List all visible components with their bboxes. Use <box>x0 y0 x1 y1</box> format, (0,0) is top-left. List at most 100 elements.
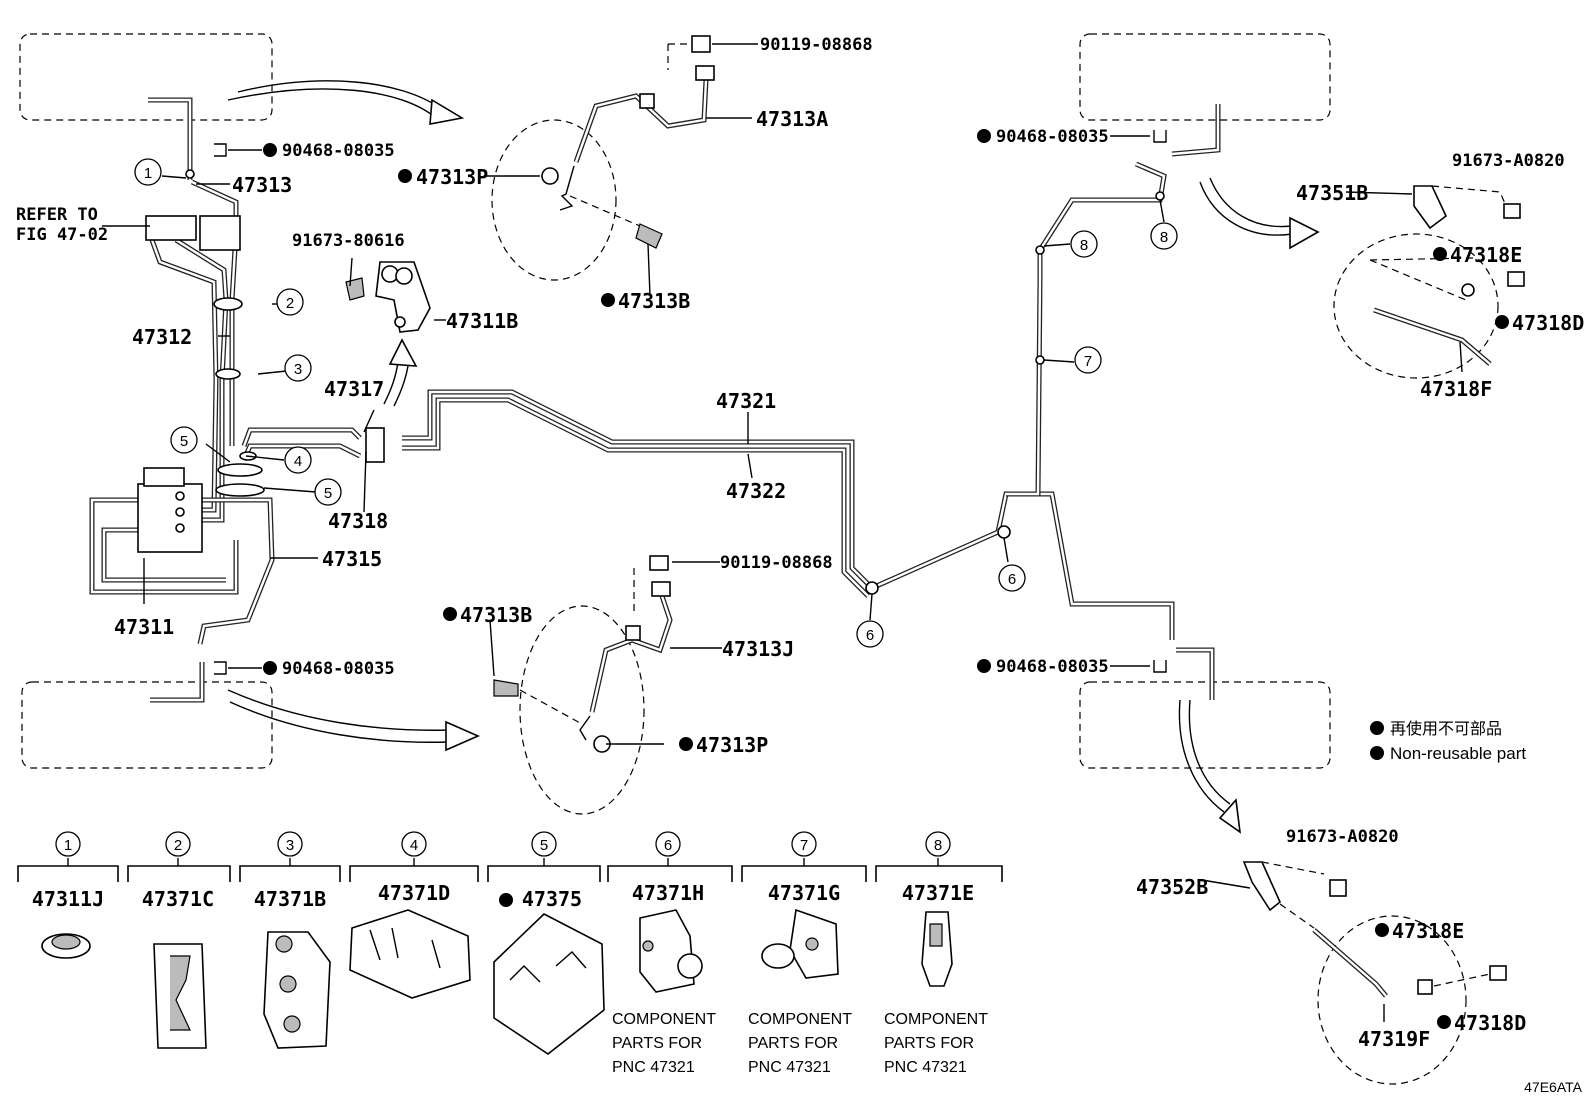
clip-key-item: 3 47371B <box>254 831 326 911</box>
nonreusable-dot <box>263 661 277 675</box>
callout-label: 47313B <box>460 603 532 627</box>
circled-number: 8 <box>1070 230 1098 258</box>
svg-text:3: 3 <box>294 361 302 378</box>
clip-key-item: 4 47371D <box>378 831 450 905</box>
clip-key-item: 1 47311J <box>32 831 104 911</box>
callout-label: 47313A <box>756 107 828 131</box>
wheel-box-rear-right <box>1079 681 1331 769</box>
legend-en: Non-reusable part <box>1390 744 1526 763</box>
flow-arrow-rear-left <box>227 689 480 752</box>
callout-label: 90468-08035 <box>282 141 395 161</box>
svg-text:47375: 47375 <box>522 887 582 911</box>
clamp-47375-icon <box>493 913 605 1055</box>
master-cylinder <box>145 215 241 251</box>
callout-label: 90119-08868 <box>720 553 833 573</box>
svg-text:5: 5 <box>540 837 548 854</box>
svg-text:1: 1 <box>144 165 152 182</box>
svg-text:6: 6 <box>1008 571 1016 588</box>
wheel-box-front-right <box>1079 33 1331 121</box>
nonreusable-dot <box>1437 1015 1451 1029</box>
svg-text:4: 4 <box>294 453 302 470</box>
part-callouts: 90119-08868 47313A 90468-08035 4 7 3 1 3 473… <box>114 35 1584 1051</box>
callout-label: 47318E <box>1392 919 1464 943</box>
svg-text:7: 7 <box>1084 353 1092 370</box>
clamp-47371d-icon <box>349 909 471 999</box>
callout-label: 47319F <box>1358 1027 1430 1051</box>
svg-text:47371G: 47371G <box>768 881 840 905</box>
svg-text:PNC 47321: PNC 47321 <box>884 1059 967 1076</box>
nonreusable-dot <box>1433 247 1447 261</box>
svg-text:4: 4 <box>410 837 418 854</box>
legend-jp: 再使用不可部品 <box>1390 720 1502 738</box>
svg-text:47371E: 47371E <box>902 881 974 905</box>
legend-dots <box>1370 721 1384 760</box>
circled-number: 6 <box>998 564 1026 592</box>
svg-text:47371C: 47371C <box>142 887 214 911</box>
svg-text:2: 2 <box>174 837 182 854</box>
svg-text:47371D: 47371D <box>378 881 450 905</box>
callout-label: 90468-08035 <box>282 659 395 679</box>
callout-label: 47315 <box>322 547 382 571</box>
flow-arrow-bracket <box>383 338 418 407</box>
svg-text:47311J: 47311J <box>32 887 104 911</box>
callout-label: 91673-A0820 <box>1286 827 1399 847</box>
nonreusable-dot <box>1495 315 1509 329</box>
callout-label: 47351B <box>1296 181 1368 205</box>
svg-text:COMPONENT: COMPONENT <box>612 1011 716 1028</box>
svg-text:47371B: 47371B <box>254 887 326 911</box>
svg-text:5: 5 <box>180 433 188 450</box>
clamp-47371b-icon <box>263 931 331 1049</box>
circled-number: 5 <box>314 478 342 506</box>
callout-label: 47311B <box>446 309 518 333</box>
clip-key-item: 5 47375 <box>499 831 582 911</box>
clamp-47371h-icon <box>639 909 703 993</box>
circled-number: 6 <box>856 620 884 648</box>
svg-text:5: 5 <box>324 485 332 502</box>
flow-arrow-front-right <box>1199 177 1320 250</box>
clip-key-item: 8 47371E COMPONENT PARTS FOR PNC 47321 <box>884 831 988 1076</box>
circled-number: 8 <box>1150 222 1178 250</box>
svg-text:PNC 47321: PNC 47321 <box>612 1059 695 1076</box>
nonreusable-dot <box>977 129 991 143</box>
callout-label: 47313J <box>722 637 794 661</box>
nonreusable-dot <box>499 893 513 907</box>
callout-label: 90468-08035 <box>996 657 1109 677</box>
hose-47313a <box>491 35 715 281</box>
callout-label: 47313P <box>696 733 768 757</box>
nonreusable-dot <box>679 737 693 751</box>
callout-label: 91673-80616 <box>292 231 405 251</box>
nonreusable-dot <box>977 659 991 673</box>
circled-callouts: 1 2 3 4 5 5 6 6 7 8 8 <box>134 158 1178 648</box>
svg-text:PARTS FOR: PARTS FOR <box>612 1035 702 1052</box>
svg-text:COMPONENT: COMPONENT <box>884 1011 988 1028</box>
pipe-ends <box>148 97 1221 703</box>
grommet-47311j-icon <box>41 933 91 959</box>
svg-text:8: 8 <box>1160 229 1168 246</box>
bundle-clips <box>185 169 1165 595</box>
callout-label: 47318D <box>1454 1011 1526 1035</box>
clip-key-item: 6 47371H COMPONENT PARTS FOR PNC 47321 <box>612 831 716 1076</box>
detail-front-right <box>1333 185 1525 379</box>
refer-note-line2: FIG 47-02 <box>16 225 108 245</box>
svg-text:7: 7 <box>800 837 808 854</box>
circled-number: 5 <box>170 426 198 454</box>
svg-text:PNC 47321: PNC 47321 <box>748 1059 831 1076</box>
wheel-box-rear-left <box>21 681 273 769</box>
nonreusable-dot <box>601 293 615 307</box>
circled-number: 1 <box>134 158 162 186</box>
nonreusable-dot <box>398 169 412 183</box>
callout-label: 47313P <box>416 165 488 189</box>
abs-actuator <box>137 467 203 553</box>
callout-label: 47313B <box>618 289 690 313</box>
svg-text:COMPONENT: COMPONENT <box>748 1011 852 1028</box>
clip-key-item: 7 47371G COMPONENT PARTS FOR PNC 47321 <box>748 831 852 1076</box>
clip-key-item: 2 47371C <box>142 831 214 911</box>
svg-text:PARTS FOR: PARTS FOR <box>748 1035 838 1052</box>
circled-number: 2 <box>276 288 304 316</box>
callout-label: 47318 <box>328 509 388 533</box>
clip-drawings <box>41 908 953 1055</box>
svg-text:2: 2 <box>286 295 294 312</box>
wheel-box-front-left <box>19 33 273 121</box>
